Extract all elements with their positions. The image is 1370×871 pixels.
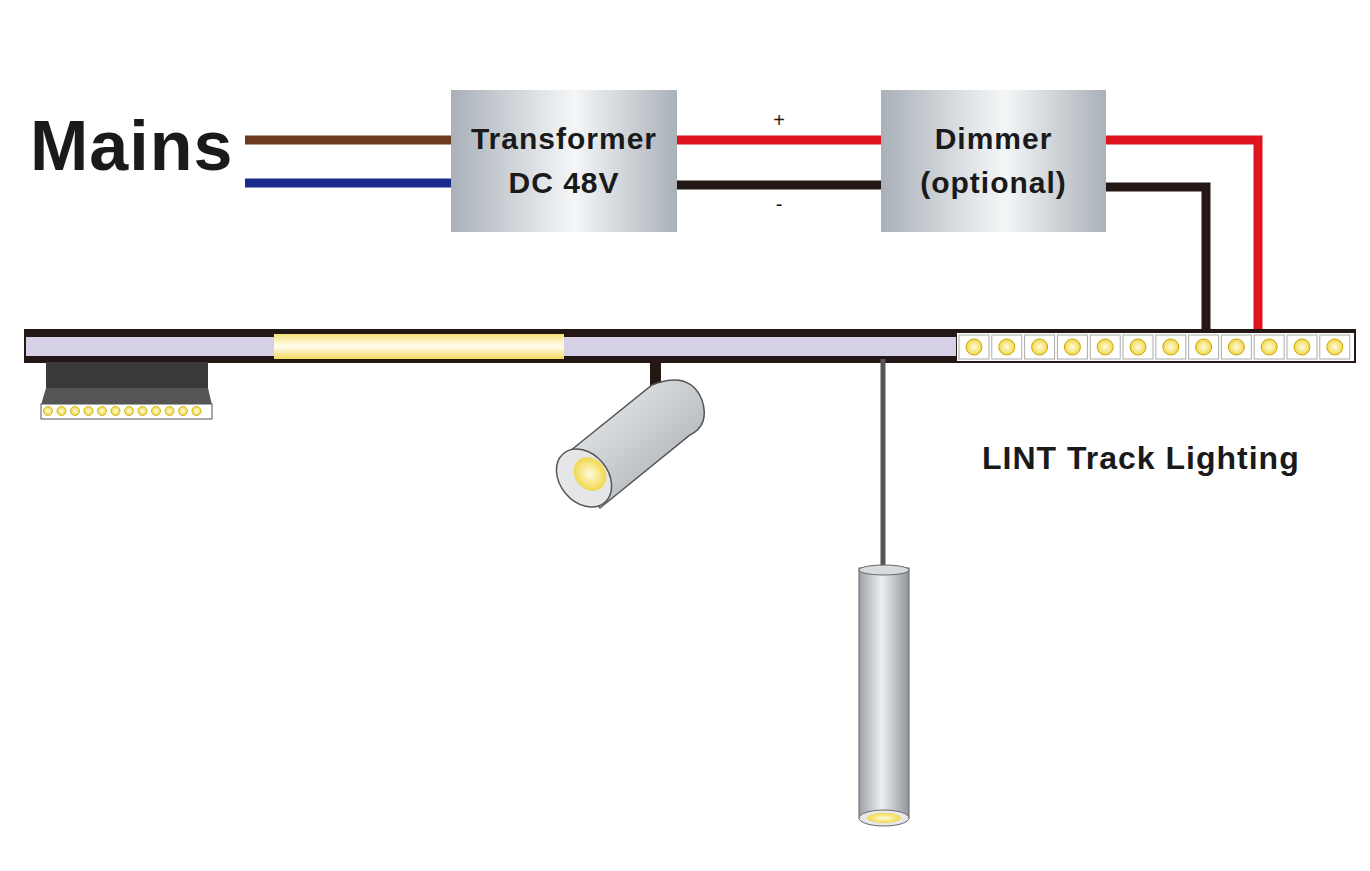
spotlight: [545, 380, 704, 518]
linear-spot-head: [41, 388, 212, 405]
mains-neutral-wire: [245, 179, 452, 188]
polarity-label: +: [771, 110, 787, 130]
linear-light-module: [274, 334, 564, 359]
negative-wire: [677, 181, 881, 190]
box-label: Dimmer (optional): [885, 117, 1102, 205]
dimmer-box: Dimmer (optional): [881, 90, 1106, 232]
pendant-light: [859, 565, 909, 826]
led-strip-module: [957, 333, 1354, 361]
positive-wire: [677, 136, 881, 145]
linear-spot-body: [46, 362, 208, 388]
polarity-label: -: [774, 194, 785, 214]
led-cells: [959, 335, 1350, 359]
box-label: Transformer DC 48V: [455, 117, 673, 205]
positive-wire: [1105, 140, 1258, 333]
product-name: LINT Track Lighting: [982, 440, 1300, 477]
linear-spot-cells: [44, 407, 202, 416]
negative-wire: [1105, 187, 1206, 333]
pendant-cord: [881, 359, 886, 570]
transformer-box: Transformer DC 48V: [451, 90, 677, 232]
mains-live-wire: [245, 136, 452, 145]
mains-label: Mains: [30, 106, 233, 186]
linear-spot-leds: [41, 404, 212, 419]
track-rail: [24, 329, 1356, 363]
